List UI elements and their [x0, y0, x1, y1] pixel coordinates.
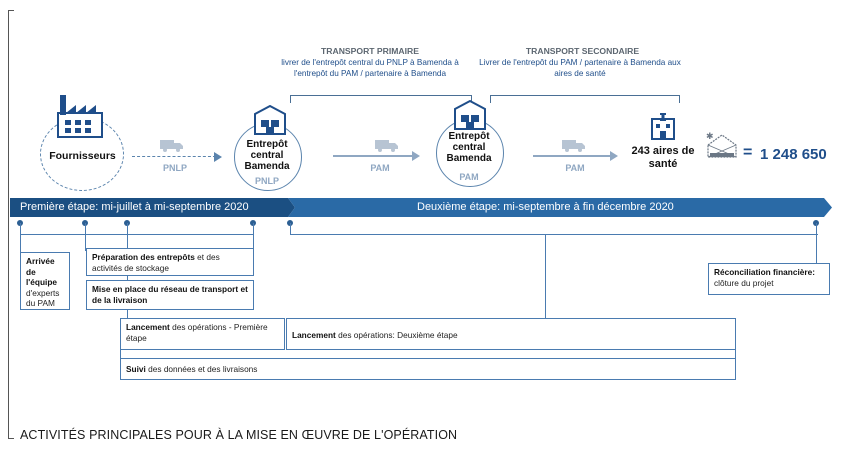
connector [85, 223, 86, 251]
connector [120, 350, 121, 358]
secondary-transport-title: TRANSPORT SECONDAIRE [525, 46, 640, 56]
activity-prep-bold: Préparation des entrepôts [92, 252, 195, 262]
activity-preparation: Préparation des entrepôts et des activit… [86, 248, 254, 276]
arrow-suppliers-to-central [132, 156, 216, 157]
activity-reconciliation-rest: clôture du projet [714, 277, 774, 288]
connector [20, 234, 254, 235]
activity-tracking-rest: des données et des livraisons [145, 364, 258, 374]
wfp-warehouse-label: Entrepôt central Bamenda [446, 131, 492, 164]
primary-bracket [290, 95, 472, 103]
footer-title: ACTIVITÉS PRINCIPALES POUR À LA MISE EN … [20, 428, 458, 442]
svg-text:✱: ✱ [706, 132, 714, 142]
timeline-band [10, 198, 832, 217]
central-warehouse-sub: PNLP [254, 176, 279, 186]
arrow-head-2 [412, 151, 420, 161]
activity-reconciliation: Réconciliation financière: clôture du pr… [708, 263, 830, 295]
activity-launch-one: Lancement des opérations - Première étap… [120, 318, 285, 350]
truck-icon [375, 140, 398, 152]
arrow-central-to-wfp [333, 155, 413, 157]
secondary-bracket [490, 95, 680, 103]
central-warehouse-label: Entrepôt central Bamenda [244, 139, 290, 172]
phase-one-label: Première étape: mi-juillet à mi-septembr… [20, 201, 249, 213]
activity-reconciliation-bold: Réconciliation financière: [714, 267, 815, 277]
transport-label-pam-2: PAM [565, 163, 585, 173]
transport-label-pam-1: PAM [370, 163, 390, 173]
activity-launch-two: Lancement des opérations: Deuxième étape [286, 318, 736, 350]
activity-arrival-bold: Arrivée de l'équipe [26, 256, 58, 287]
activity-tracking-bold: Suivi [126, 364, 146, 374]
connector [735, 350, 736, 358]
activity-launch2-rest: des opérations: Deuxième étape [335, 330, 458, 340]
health-areas-label: 243 aires de santé [631, 145, 695, 170]
hospital-icon [651, 113, 675, 140]
activity-network: Mise en place du réseau de transport et … [86, 280, 254, 310]
activity-launch1-bold: Lancement [126, 322, 170, 332]
suppliers-label: Fournisseurs [49, 150, 116, 162]
arrow-head-1 [214, 152, 222, 162]
connector [545, 234, 546, 318]
arrow-wfp-to-health [533, 155, 611, 157]
activity-network-bold: Mise en place du réseau de transport et … [92, 284, 248, 305]
left-bracket [8, 10, 9, 438]
activity-arrival-rest: d'experts du PAM [26, 287, 60, 309]
arrow-head-3 [610, 151, 618, 161]
warehouse-icon [254, 105, 286, 135]
connector [290, 223, 291, 235]
bracket-top-tick [8, 10, 14, 11]
result-value: 1 248 650 [760, 146, 827, 163]
truck-icon [160, 140, 183, 152]
activity-arrival: Arrivée de l'équipe d'experts du PAM [20, 252, 70, 310]
truck-icon [562, 140, 585, 152]
equals-sign: = [743, 144, 753, 161]
phase-two-label: Deuxième étape: mi-septembre à fin décem… [417, 201, 674, 213]
transport-label-pnlp: PNLP [162, 163, 187, 173]
secondary-transport-desc: Livrer de l'entrepôt du PAM / partenaire… [479, 58, 681, 78]
activity-tracking: Suivi des données et des livraisons [120, 358, 736, 380]
activity-launch1-rest: des opérations - Première étape [126, 322, 268, 343]
warehouse-icon [454, 100, 486, 130]
bracket-bottom-tick [8, 438, 14, 439]
connector [290, 234, 818, 235]
bednet-icon: ✱ [706, 132, 737, 158]
primary-transport-title: TRANSPORT PRIMAIRE [321, 46, 419, 56]
factory-icon [57, 95, 103, 138]
wfp-warehouse-circle [436, 119, 504, 187]
activity-launch2-bold: Lancement [292, 330, 336, 340]
activity-prep-rest: et des activités de stockage [92, 252, 220, 273]
connector [20, 223, 21, 255]
connector [253, 223, 254, 251]
wfp-warehouse-sub: PAM [459, 172, 479, 182]
primary-transport-desc: livrer de l'entrepôt central du PNLP à B… [281, 58, 459, 78]
connector [816, 223, 817, 263]
